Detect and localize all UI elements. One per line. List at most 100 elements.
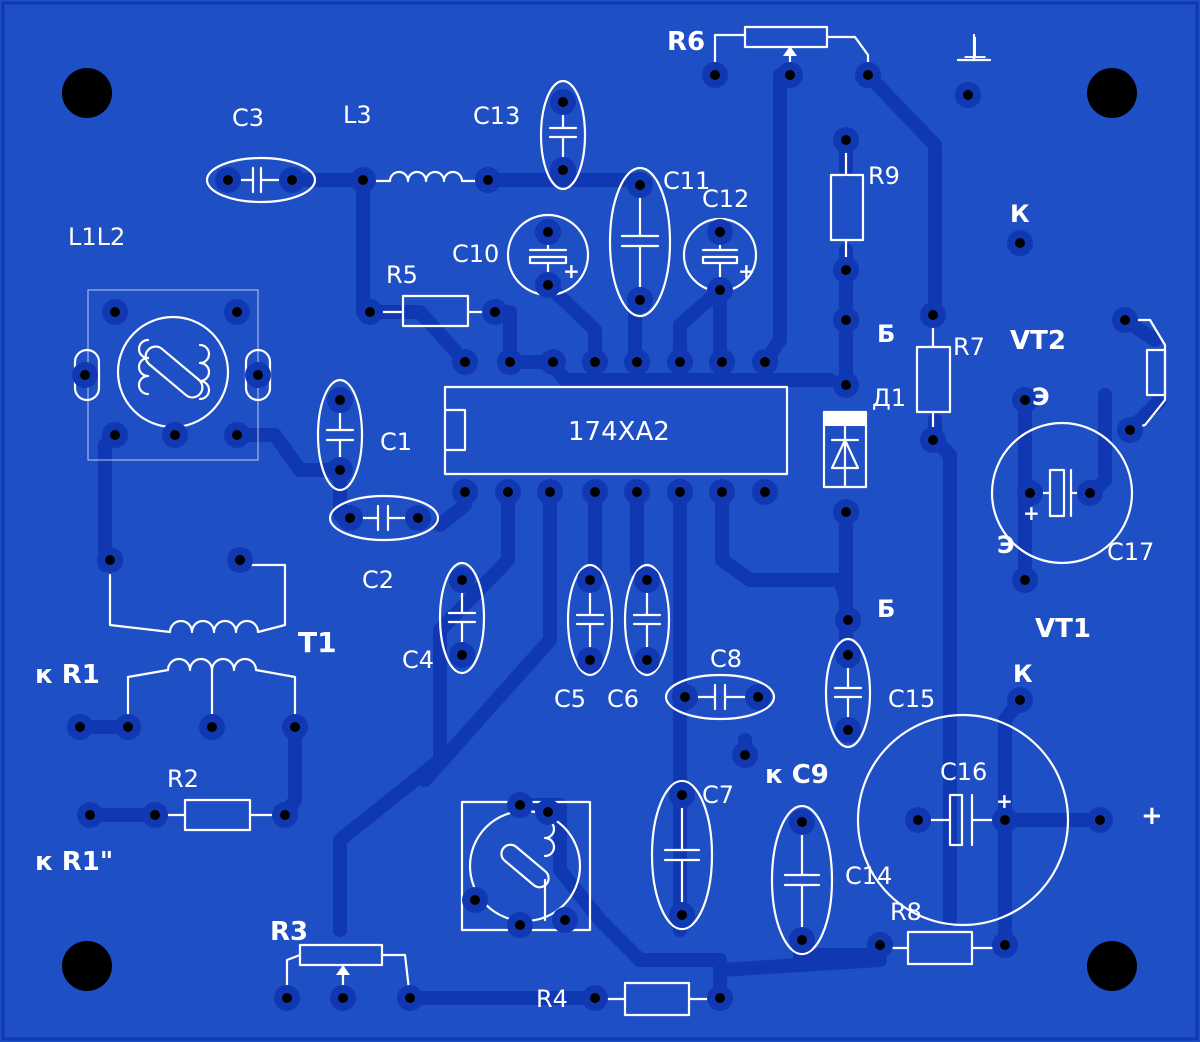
pad-drill-hole xyxy=(358,175,368,185)
pad-drill-hole xyxy=(1015,695,1025,705)
pad-drill-hole xyxy=(543,280,553,290)
label-c10: C10 xyxy=(452,240,499,268)
label-ground: ⊥ xyxy=(962,31,988,66)
pad-drill-hole xyxy=(345,513,355,523)
label-k-c9: к C9 xyxy=(765,760,829,790)
pad-drill-hole xyxy=(207,722,217,732)
pad-drill-hole xyxy=(460,487,470,497)
pad-drill-hole xyxy=(632,487,642,497)
pad-drill-hole xyxy=(717,487,727,497)
label-c11: C11 xyxy=(663,167,710,195)
polarity-plus-c16: + xyxy=(996,789,1013,813)
pad-drill-hole xyxy=(715,227,725,237)
pad-drill-hole xyxy=(150,810,160,820)
label-l1l2: L1L2 xyxy=(68,223,125,251)
pad-drill-hole xyxy=(928,435,938,445)
label-c12: C12 xyxy=(702,185,749,213)
pad-drill-hole xyxy=(863,70,873,80)
pad-drill-hole xyxy=(545,487,555,497)
mounting-hole xyxy=(1087,941,1137,991)
label-c15: C15 xyxy=(888,685,935,713)
label-r2: R2 xyxy=(167,765,199,793)
label-c16: C16 xyxy=(940,758,987,786)
label-vt1: VT1 xyxy=(1035,614,1091,644)
pad-drill-hole xyxy=(797,935,807,945)
pad-drill-hole xyxy=(841,380,851,390)
capacitor-c3 xyxy=(205,156,317,204)
label-c1: C1 xyxy=(380,428,412,456)
pad-drill-hole xyxy=(843,615,853,625)
pad-drill-hole xyxy=(110,430,120,440)
pad-drill-hole xyxy=(590,487,600,497)
pad-drill-hole xyxy=(1020,575,1030,585)
label-r4: R4 xyxy=(536,985,568,1013)
pad-drill-hole xyxy=(253,370,263,380)
pad-drill-hole xyxy=(503,487,513,497)
label-r5: R5 xyxy=(386,261,418,289)
label-e-low: Э xyxy=(997,531,1015,559)
pad-drill-hole xyxy=(1000,940,1010,950)
label-vt2: VT2 xyxy=(1010,326,1066,356)
pad-drill-hole xyxy=(1125,425,1135,435)
pad-drill-hole xyxy=(760,487,770,497)
pad-drill-hole xyxy=(235,555,245,565)
label-k-mid: К xyxy=(1013,660,1033,688)
ic-174xa2 xyxy=(443,385,789,476)
pad-drill-hole xyxy=(543,227,553,237)
label-c6: C6 xyxy=(607,685,639,713)
pad-drill-hole xyxy=(677,790,687,800)
label-d1: Д1 xyxy=(872,384,906,412)
pad-drill-hole xyxy=(590,993,600,1003)
label-c17: C17 xyxy=(1107,538,1154,566)
label-c5: C5 xyxy=(554,685,586,713)
pad-drill-hole xyxy=(282,993,292,1003)
pad-drill-hole xyxy=(490,307,500,317)
pad-drill-hole xyxy=(223,175,233,185)
solder-pads xyxy=(67,62,1143,1011)
pad-drill-hole xyxy=(457,650,467,660)
pad-drill-hole xyxy=(123,722,133,732)
label-c13: C13 xyxy=(473,102,520,130)
pad-drill-hole xyxy=(841,507,851,517)
label-r7: R7 xyxy=(953,333,985,361)
pad-drill-hole xyxy=(1025,488,1035,498)
pad-drill-hole xyxy=(548,357,558,367)
label-b-top: Б xyxy=(877,320,895,348)
mounting-hole xyxy=(1087,68,1137,118)
ground-symbol xyxy=(956,33,992,62)
pad-drill-hole xyxy=(232,430,242,440)
label-t1: T1 xyxy=(298,626,337,659)
pad-drill-hole xyxy=(632,357,642,367)
label-r3: R3 xyxy=(270,917,308,947)
mounting-holes xyxy=(62,68,1137,991)
pad-drill-hole xyxy=(913,815,923,825)
pad-drill-hole xyxy=(841,135,851,145)
pad-drill-hole xyxy=(675,487,685,497)
label-e-top: Э xyxy=(1032,383,1050,411)
pad-drill-hole xyxy=(413,513,423,523)
pad-drill-hole xyxy=(715,285,725,295)
pad-drill-hole xyxy=(841,265,851,275)
label-r6: R6 xyxy=(667,27,705,57)
pad-drill-hole xyxy=(560,915,570,925)
label-ic: 174ХА2 xyxy=(568,417,670,447)
polarity-plus-c17: + xyxy=(1023,501,1040,525)
label-b-mid: Б xyxy=(877,595,895,623)
label-r9: R9 xyxy=(868,162,900,190)
capacitor-c17 xyxy=(990,421,1134,565)
pad-drill-hole xyxy=(460,357,470,367)
pad-drill-hole xyxy=(635,180,645,190)
label-plus-out: + xyxy=(1141,801,1163,831)
label-k-top: К xyxy=(1010,200,1030,228)
pad-drill-hole xyxy=(928,310,938,320)
label-c7: C7 xyxy=(702,781,734,809)
pad-drill-hole xyxy=(1095,815,1105,825)
pad-drill-hole xyxy=(85,810,95,820)
pad-drill-hole xyxy=(680,692,690,702)
pad-drill-hole xyxy=(642,575,652,585)
pad-drill-hole xyxy=(875,940,885,950)
pad-drill-hole xyxy=(515,920,525,930)
pad-drill-hole xyxy=(710,70,720,80)
label-c2: C2 xyxy=(362,566,394,594)
